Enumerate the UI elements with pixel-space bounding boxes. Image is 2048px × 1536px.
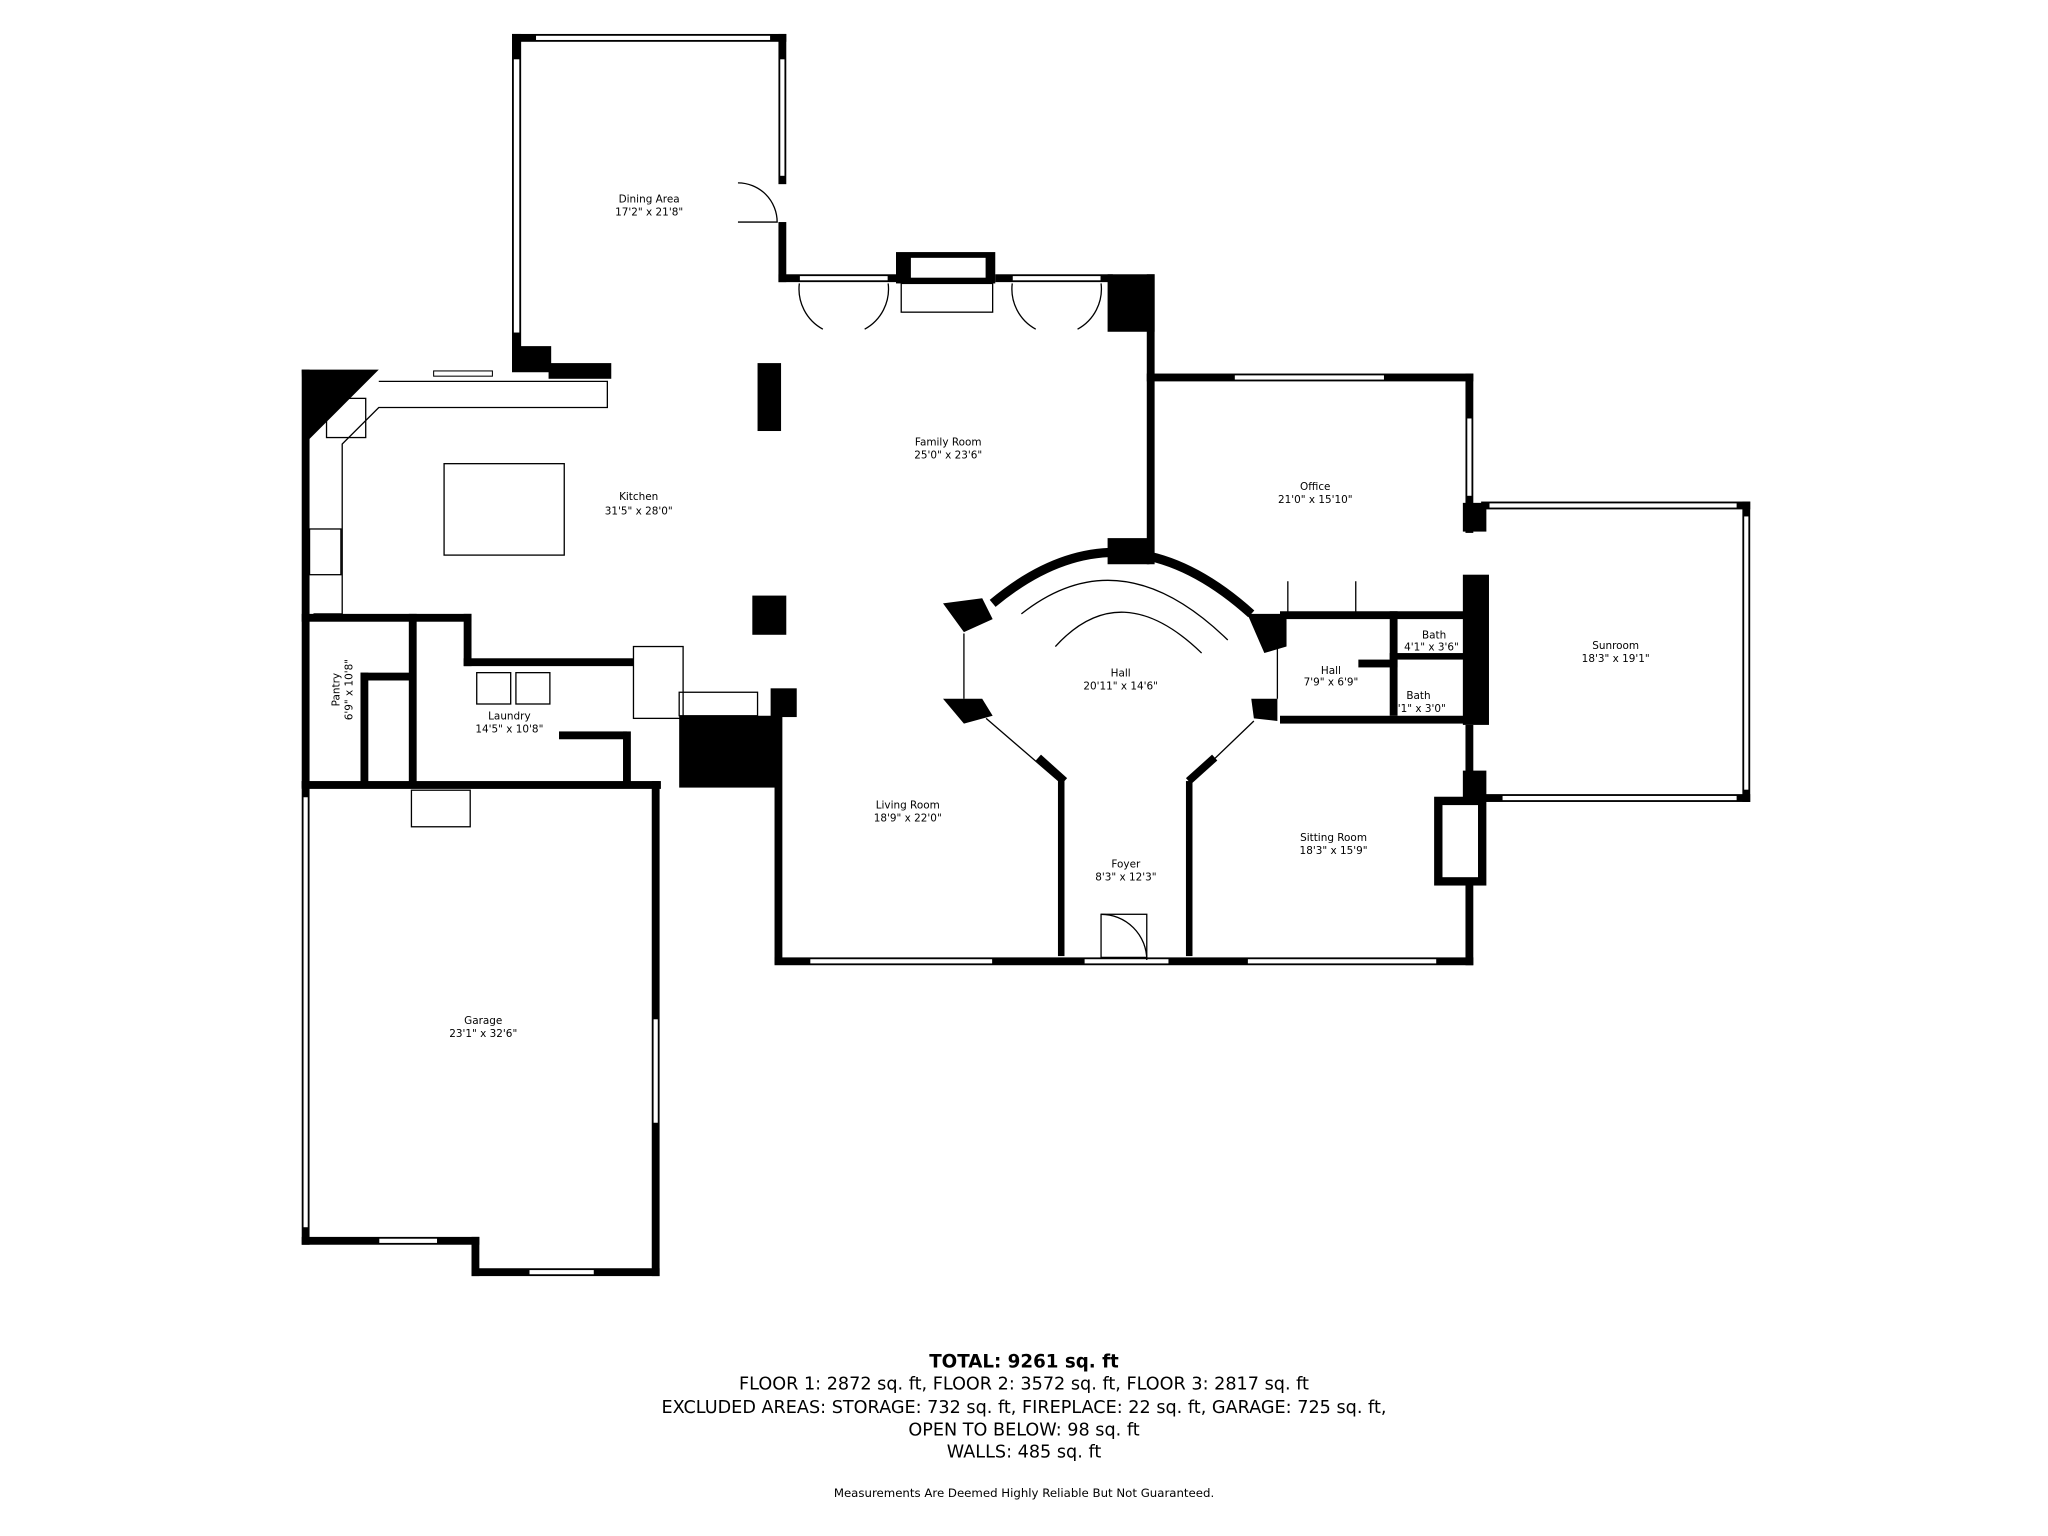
open-to-below: OPEN TO BELOW: 98 sq. ft — [908, 1420, 1139, 1440]
room-bath-1-dims: 4'1" x 3'6" — [1404, 641, 1459, 653]
room-sunroom-dims: 18'3" x 19'1" — [1582, 653, 1650, 665]
room-dining-area-dims: 17'2" x 21'8" — [615, 207, 683, 219]
room-dining-area: Dining Area — [619, 193, 680, 205]
room-pantry: Pantry — [331, 673, 343, 706]
room-labels: Dining Area 17'2" x 21'8" Family Room 25… — [331, 193, 1650, 1040]
room-laundry-dims: 14'5" x 10'8" — [475, 724, 543, 736]
room-hall-2-dims: 7'9" x 6'9" — [1304, 677, 1359, 689]
room-garage: Garage — [464, 1015, 502, 1027]
windows — [302, 34, 1750, 1276]
floor-areas: FLOOR 1: 2872 sq. ft, FLOOR 2: 3572 sq. … — [739, 1375, 1309, 1395]
room-kitchen-dims: 31'5" x 28'0" — [605, 506, 673, 518]
fixtures — [308, 182, 1357, 961]
room-sitting-room-dims: 18'3" x 15'9" — [1300, 845, 1368, 857]
room-family-room: Family Room — [915, 436, 982, 448]
total-area: TOTAL: 9261 sq. ft — [929, 1352, 1119, 1373]
room-garage-dims: 23'1" x 32'6" — [449, 1028, 517, 1040]
room-laundry: Laundry — [488, 711, 531, 723]
room-hall: Hall — [1111, 668, 1131, 680]
room-living-room-dims: 18'9" x 22'0" — [874, 813, 942, 825]
room-bath-2-dims: 4'1" x 3'0" — [1391, 703, 1446, 715]
room-hall-dims: 20'11" x 14'6" — [1083, 681, 1158, 693]
room-bath-2: Bath — [1406, 690, 1430, 702]
room-sunroom: Sunroom — [1592, 640, 1639, 652]
room-sitting-room: Sitting Room — [1300, 832, 1367, 844]
room-living-room: Living Room — [876, 799, 940, 811]
room-office: Office — [1300, 481, 1330, 493]
walls-area: WALLS: 485 sq. ft — [947, 1443, 1102, 1463]
room-hall-2: Hall — [1321, 665, 1341, 677]
room-pantry-dims: 6'9" x 10'8" — [344, 659, 356, 720]
room-office-dims: 21'0" x 15'10" — [1278, 494, 1353, 506]
disclaimer: Measurements Are Deemed Highly Reliable … — [834, 1486, 1214, 1500]
room-bath-1: Bath — [1422, 630, 1446, 642]
room-kitchen: Kitchen — [619, 491, 658, 503]
room-foyer-dims: 8'3" x 12'3" — [1095, 871, 1156, 883]
room-foyer: Foyer — [1111, 858, 1141, 870]
room-family-room-dims: 25'0" x 23'6" — [914, 449, 982, 461]
excluded-areas: EXCLUDED AREAS: STORAGE: 732 sq. ft, FIR… — [662, 1398, 1387, 1418]
area-summary: TOTAL: 9261 sq. ft FLOOR 1: 2872 sq. ft,… — [662, 1352, 1387, 1500]
